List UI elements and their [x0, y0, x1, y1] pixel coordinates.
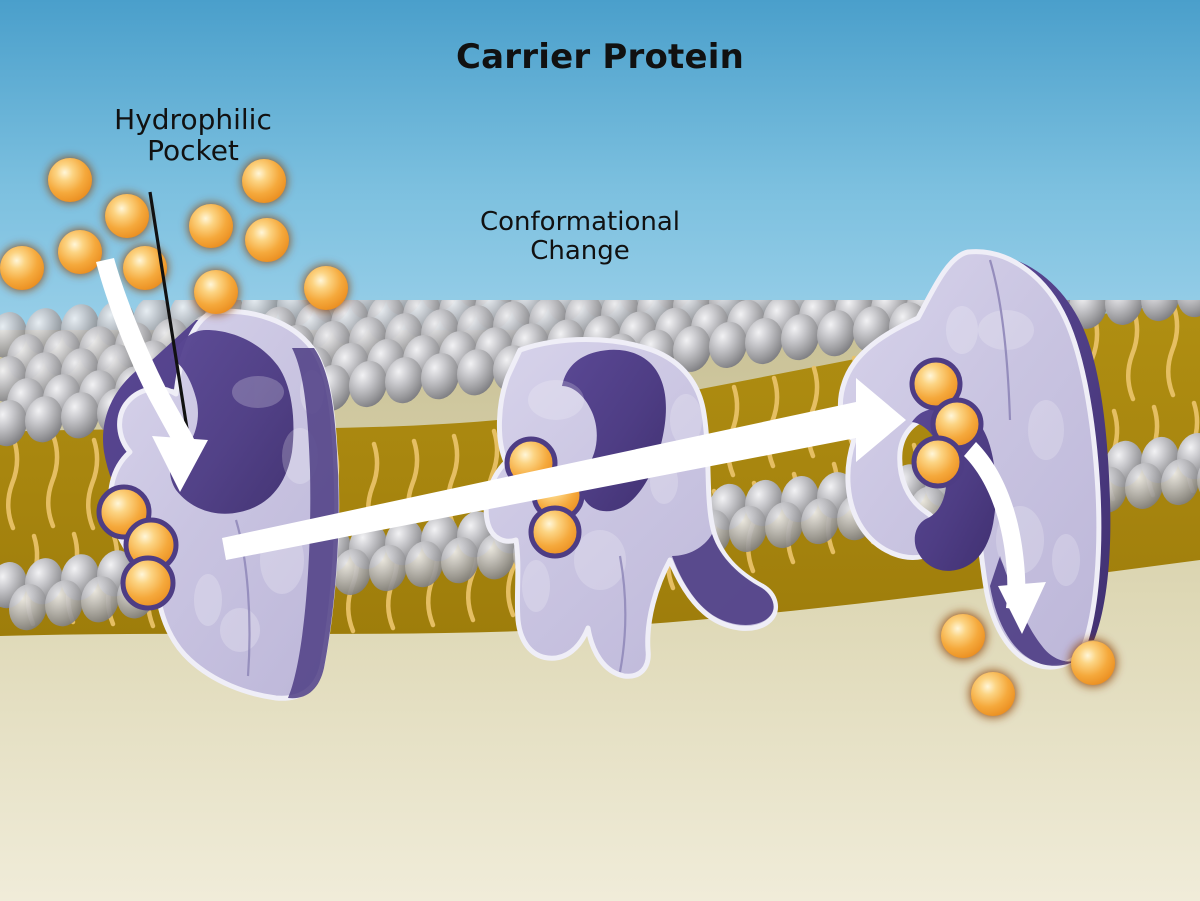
conformational-change-label: Conformational Change	[479, 207, 681, 267]
molecule	[238, 211, 296, 269]
extracellular-molecules	[0, 151, 355, 321]
bound-molecules-right	[909, 357, 984, 489]
curved-arrow-down-icon	[96, 258, 208, 492]
molecule	[911, 435, 965, 489]
protein-seam-middle	[618, 555, 627, 673]
bound-molecules-left	[96, 484, 179, 611]
protein-edge-middle	[672, 534, 774, 625]
molecule	[120, 555, 176, 611]
long-right-arrow-icon	[222, 378, 906, 560]
leader-line-icon	[148, 191, 192, 449]
protein-tail-right	[990, 556, 1084, 666]
molecule	[528, 505, 582, 559]
molecule	[297, 259, 355, 317]
molecule	[187, 263, 245, 321]
released-molecules	[933, 606, 1123, 724]
molecule	[0, 239, 51, 297]
page-title: Carrier Protein	[456, 37, 744, 77]
molecule	[182, 197, 240, 255]
molecule	[933, 606, 993, 666]
curved-arrow-down-right-icon	[964, 442, 1046, 634]
protein-seam-right	[988, 259, 1012, 421]
molecule	[235, 152, 293, 210]
molecule	[41, 151, 99, 209]
hydrophilic-pocket-label: Hydrophilic Pocket	[114, 103, 272, 168]
molecule	[963, 664, 1023, 724]
molecule	[98, 187, 156, 245]
molecule	[1063, 633, 1123, 693]
molecule	[51, 223, 109, 281]
pocket-cavity-left	[170, 330, 294, 514]
